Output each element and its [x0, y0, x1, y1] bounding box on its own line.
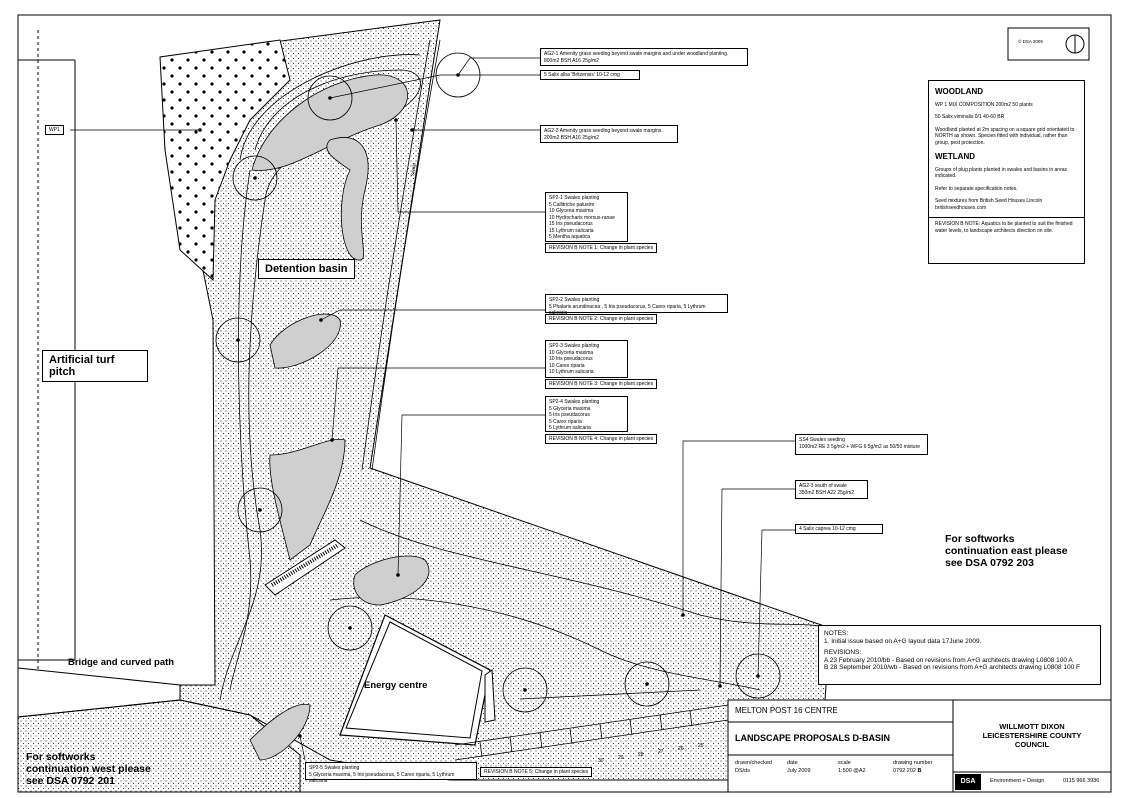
wetland-text-3: Seed mixtures from British Seed Houses L…: [935, 198, 1043, 211]
woodland-heading: WOODLAND: [935, 87, 983, 96]
woodland-planting-area: [159, 39, 291, 282]
drawing-number-field: drawing number 0792 202 B: [893, 759, 932, 775]
parking-number: 28: [638, 752, 644, 758]
scale-label: scale: [838, 760, 851, 766]
callout-ag2-2: AG2-2 Amenity grass seeding beyond swale…: [540, 125, 678, 143]
notes-panel: NOTES: 1. Initial issue based on A+G lay…: [818, 625, 1101, 685]
drawn-label: drawn/checked: [735, 760, 772, 766]
wetland-text-1: Groups of plug plants planted in swales …: [935, 166, 1068, 180]
revision-b: B 28 September 2010/wb - Based on revisi…: [824, 664, 1080, 671]
dsa-logo: DSA: [955, 774, 981, 790]
trees: [215, 52, 781, 713]
energy-centre-building: [339, 614, 496, 746]
callout-sp2-1: SP2-1 Swales planting 5 Callitriche palu…: [545, 192, 628, 242]
bridge: [264, 539, 346, 596]
softworks-west-note: For softworks continuation west please s…: [26, 751, 151, 787]
drawing-number-value: 0792 202: [893, 768, 916, 774]
parking-number: 26: [678, 746, 684, 752]
label-wp1: WP1: [45, 125, 64, 135]
label-artificial-turf-pitch: Artificial turf pitch: [42, 350, 148, 382]
notes-heading: NOTES:: [824, 630, 849, 637]
callout-ag2-1: AG2-1 Amenity grass seeding beyond swale…: [540, 48, 748, 66]
firm-description: Environment + Design: [990, 778, 1045, 784]
legend-revision-note: REVISION B NOTE: Aquatics to be planted …: [929, 217, 1084, 234]
detention-basins: [249, 74, 430, 761]
scale-value: 1:500 @A2: [838, 768, 866, 774]
date-value: July 2009: [787, 768, 811, 774]
woodland-plants: 50 Salix viminalis 0/1 40-60 BR: [935, 114, 1005, 120]
callout-sp2-5-revision: REVISION B NOTE 5: Change in plant speci…: [480, 767, 593, 777]
callout-ss4: SS4 Swales seeding 1000m2 RE 3 5g/m2 + W…: [795, 434, 928, 455]
wetland-text-2: Refer to separate specification notes.: [935, 185, 1018, 192]
copyright-mark: © DSA 2009: [1018, 39, 1043, 44]
parking-number: 30: [598, 758, 604, 764]
callout-sp2-4-revision: REVISION B NOTE 4: Change in plant speci…: [545, 434, 658, 444]
woodland-mix: WP 1 MIX COMPOSITION 200m2 50 plants: [935, 101, 1033, 108]
label-energy-centre: Energy centre: [364, 680, 428, 691]
note-1: 1. Initial issue based on A+G layout dat…: [824, 637, 982, 645]
parking-number: 29: [618, 755, 624, 761]
callout-sp2-5: SP2-5 Swales planting 5 Glyceria maxima,…: [305, 762, 477, 784]
legend-panel: WOODLAND WP 1 MIX COMPOSITION 200m2 50 p…: [928, 80, 1085, 264]
date-field: date July 2009: [787, 759, 811, 775]
project-name: MELTON POST 16 CENTRE: [735, 706, 838, 715]
revisions-heading: REVISIONS:: [824, 649, 862, 656]
wetland-heading: WETLAND: [935, 152, 975, 161]
north-arrow-icon: [1007, 27, 1090, 61]
leader-lines: [70, 57, 795, 761]
scale-field: scale 1:500 @A2: [838, 759, 866, 775]
callout-salix-caprea: 4 Salix caprea 10-12 cmg: [795, 524, 883, 534]
parking-number: 27: [658, 749, 664, 755]
label-bridge-path: Bridge and curved path: [68, 657, 175, 668]
callout-sp2-2-revision: REVISION B NOTE 2: Change in plant speci…: [545, 314, 658, 324]
callout-salix-alba: 5 Salix alba 'Britzensis' 10-12 cmg: [540, 70, 640, 80]
drawn-checked-field: drawn/checked DS/ds: [735, 759, 772, 775]
callout-sp2-4: SP2-4 Swales planting 5 Glyceria maxima …: [545, 396, 628, 432]
date-label: date: [787, 760, 798, 766]
firm-phone: 0115 966 3936: [1063, 778, 1100, 784]
callout-sp2-1-revision: REVISION B NOTE 1: Change in plant speci…: [545, 243, 658, 253]
client-name: WILLMOTT DIXON LEICESTERSHIRE COUNTY COU…: [982, 722, 1082, 749]
footpath-lines: [219, 39, 831, 701]
drawing-title: LANDSCAPE PROPOSALS D-BASIN: [735, 733, 891, 743]
callout-sp2-2: SP2-2 Swales planting 5 Phalaris arundin…: [545, 294, 728, 316]
callout-sp2-3: SP2-3 Swales planting 10 Glyceria maxima…: [545, 340, 628, 378]
swale-site-area: [17, 19, 831, 793]
drawing-number-label: drawing number: [893, 760, 933, 766]
softworks-east-note: For softworks continuation east please s…: [945, 533, 1068, 569]
parking-number: 25: [698, 743, 704, 749]
callout-sp2-3-revision: REVISION B NOTE 3: Change in plant speci…: [545, 379, 658, 389]
parking-bays: [454, 689, 729, 761]
title-block-frame: [727, 699, 1112, 793]
drawn-value: DS/ds: [735, 768, 750, 774]
drawing-revision: B: [917, 768, 922, 774]
label-detention-basin: Detention basin: [258, 259, 355, 279]
callout-ag2-3: AG2-3 south of swale 350m2 BSH A22 25g/m…: [795, 480, 868, 499]
revision-a: A 23 February 2010/bb - Based on revisio…: [824, 656, 1073, 664]
woodland-text: Woodland planted at 2m spacing on a squa…: [935, 126, 1075, 146]
